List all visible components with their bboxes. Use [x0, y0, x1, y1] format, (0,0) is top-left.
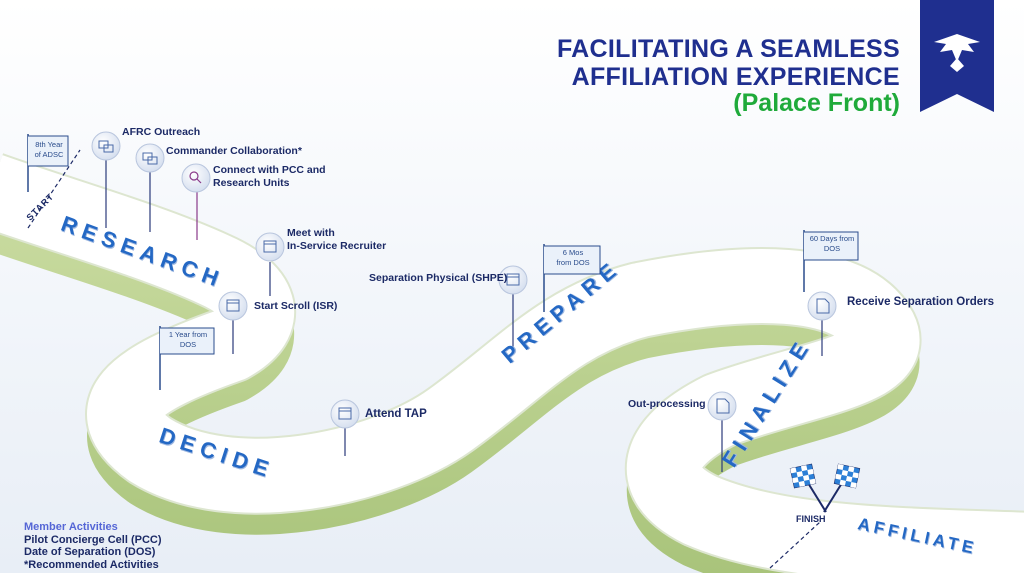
flag-sixty-days-line2: DOS [823, 244, 841, 253]
flag-one-year: 1 Year from DOS [162, 330, 214, 350]
legend-pcc: Pilot Concierge Cell (PCC) [24, 533, 162, 546]
flag-sixty-days: 60 Days from DOS [806, 234, 858, 254]
activity-start-scroll: Start Scroll (ISR) [254, 300, 338, 312]
activity-connect-pcc: Connect with PCC and Research Units [213, 164, 326, 190]
activity-meet-recruiter-line1: Meet with [287, 227, 335, 239]
title-line-1: FACILITATING A SEAMLESS [556, 35, 900, 63]
activity-connect-pcc-line1: Connect with PCC and [213, 164, 326, 176]
activity-meet-recruiter-line2: In-Service Recruiter [287, 240, 387, 252]
activity-afrc-outreach: AFRC Outreach [122, 126, 201, 138]
flag-six-months: 6 Mos from DOS [546, 248, 600, 268]
activity-meet-recruiter: Meet with In-Service Recruiter [287, 227, 386, 253]
stage-finish: FINISH [796, 514, 826, 524]
flag-sixty-days-line1: 60 Days from [809, 234, 855, 243]
title-line-3: (Palace Front) [733, 89, 900, 117]
activity-commander-collaboration: Commander Collaboration* [166, 145, 302, 157]
activity-out-processing: Out-processing [628, 398, 706, 410]
activity-connect-pcc-line2: Research Units [213, 177, 290, 189]
legend: Member Activities Pilot Concierge Cell (… [24, 521, 162, 571]
title-line-2: AFFILIATION EXPERIENCE [571, 63, 900, 91]
flag-six-months-line1: 6 Mos [562, 248, 584, 257]
air-force-wings-icon [920, 0, 994, 112]
legend-dos: Date of Separation (DOS) [24, 546, 156, 558]
flag-adsc-line1: 8th Year [35, 140, 63, 149]
legend-member-activities: Member Activities [24, 521, 118, 533]
activity-attend-tap: Attend TAP [365, 408, 427, 420]
activity-separation-physical: Separation Physical (SHPE) [369, 272, 508, 284]
flag-adsc: 8th Year of ADSC [30, 140, 68, 160]
activity-receive-separation-orders: Receive Separation Orders [847, 296, 995, 308]
flag-one-year-line1: 1 Year from [168, 330, 208, 339]
flag-one-year-line2: DOS [179, 340, 197, 349]
flag-adsc-line2: of ADSC [34, 150, 64, 159]
legend-recommended: *Recommended Activities [24, 558, 159, 571]
flag-six-months-line2: from DOS [556, 258, 590, 267]
